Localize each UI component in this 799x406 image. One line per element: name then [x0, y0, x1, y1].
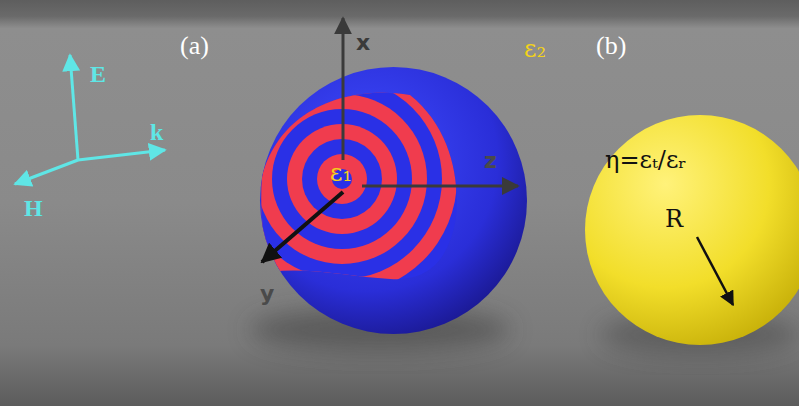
layer-ring: [302, 139, 382, 219]
field-label: H: [24, 196, 43, 220]
layer-ring: [287, 124, 397, 234]
h-arrow: [15, 160, 78, 184]
axis-label: z: [484, 150, 497, 172]
layer-rings: [212, 49, 472, 309]
anisotropic-sphere: η=εₜ/εᵣR: [585, 115, 799, 345]
radius-arrow: [697, 237, 733, 305]
x-axis: [342, 18, 345, 160]
anisotropy-formula: η=εₜ/εᵣ: [605, 148, 687, 172]
layered-sphere: ε₁ε₂: [260, 67, 527, 334]
panel-label: (a): [180, 33, 209, 59]
permittivity-label: ε₁: [330, 161, 352, 185]
panel-label: (b): [596, 33, 626, 59]
permittivity-label: ε₂: [524, 37, 546, 61]
radius-label: R: [665, 207, 683, 231]
layer-ring: [257, 94, 427, 264]
sphere-body: [585, 115, 799, 345]
layer-ring: [242, 79, 442, 279]
axis-label: y: [260, 283, 274, 305]
field-label: E: [90, 62, 106, 86]
layer-ring: [272, 109, 412, 249]
field-axes: [15, 55, 165, 184]
layer-ring: [212, 49, 472, 309]
sphere-outline: [260, 67, 527, 334]
k-arrow: [78, 150, 165, 160]
z-axis: [362, 185, 518, 188]
layer-ring: [317, 154, 367, 204]
e-arrow: [70, 55, 78, 160]
field-label: k: [150, 120, 163, 144]
axis-label: x: [356, 32, 370, 54]
layer-ring: [227, 64, 457, 294]
